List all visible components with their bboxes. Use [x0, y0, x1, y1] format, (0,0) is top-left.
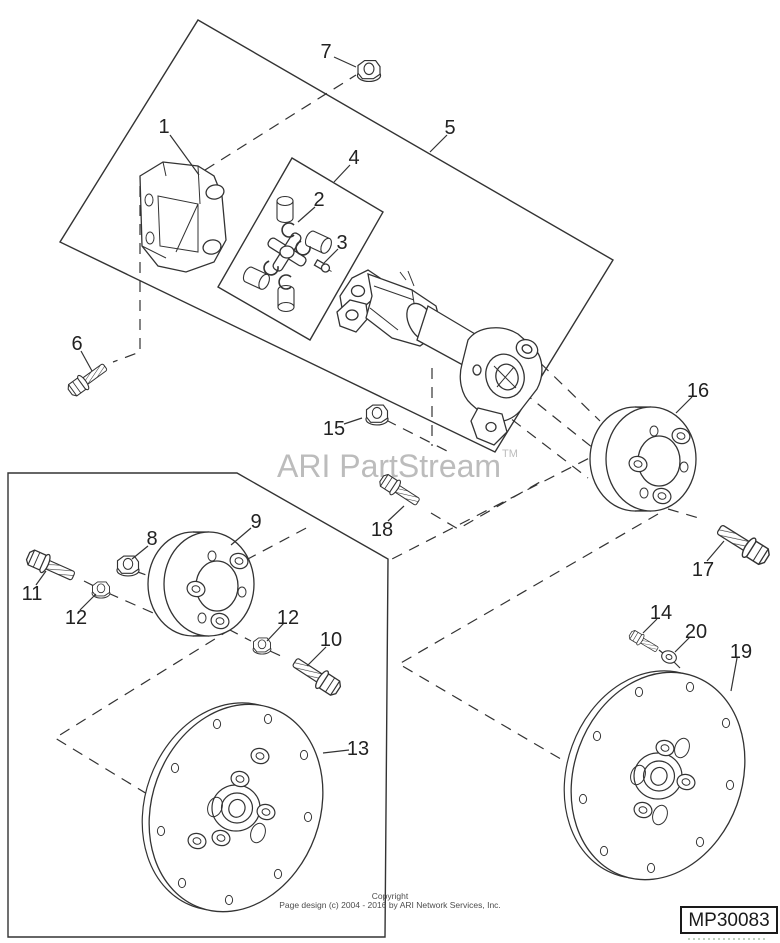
callout-9[interactable]: 9 [250, 511, 261, 533]
callout-13[interactable]: 13 [347, 738, 369, 760]
callout-19-leader [730, 657, 738, 692]
callout-10[interactable]: 10 [320, 629, 342, 651]
callout-1-leader [169, 134, 200, 176]
part-13-drive-plate [113, 677, 352, 937]
copyright-line-1: Copyright [372, 891, 409, 901]
callout-13-leader [322, 749, 350, 754]
part-16-coupling-disc [590, 407, 696, 511]
part-11-bolt [23, 546, 78, 586]
watermark: ARI PartStream TM [277, 448, 518, 484]
callout-14[interactable]: 14 [650, 602, 672, 624]
watermark-tm: TM [502, 448, 518, 460]
part-9-coupling-disc [148, 532, 254, 636]
part-8-nut [116, 555, 140, 577]
callout-4[interactable]: 4 [348, 147, 359, 169]
callout-leaders [35, 56, 738, 754]
callout-labels: 1 2 3 4 5 6 7 8 9 10 11 12 12 13 14 15 1… [22, 41, 753, 760]
part-19-drive-plate [535, 645, 774, 905]
callout-12-left[interactable]: 12 [65, 607, 87, 629]
callout-18-leader [387, 505, 405, 522]
callout-6-leader [80, 350, 93, 372]
callout-9-leader [230, 527, 252, 546]
callout-20-leader [674, 636, 691, 653]
part-driveshaft-assembly [336, 269, 543, 446]
part-2-cross-bearing-kit [240, 195, 335, 313]
callout-12-right-leader [266, 622, 285, 642]
copyright-line-2: Page design (c) 2004 - 2016 by ARI Netwo… [279, 900, 501, 910]
group-box-5-outline [58, 19, 614, 453]
callout-4-leader [333, 164, 351, 183]
callout-16-leader [675, 396, 693, 414]
callout-11-leader [35, 570, 47, 586]
group-box-4-outline [217, 157, 384, 341]
part-10-bolt [288, 652, 345, 700]
callout-7[interactable]: 7 [320, 41, 331, 63]
callout-5[interactable]: 5 [444, 117, 455, 139]
callout-10-leader [306, 646, 327, 667]
part-code: MP30083 [688, 910, 769, 931]
part-7-nut [356, 59, 382, 83]
group-box-lower-left-outline [7, 472, 389, 938]
part-15-nut [365, 404, 389, 426]
callout-3[interactable]: 3 [336, 232, 347, 254]
part-1-joint-yoke [139, 161, 227, 273]
footer: Copyright Page design (c) 2004 - 2016 by… [279, 891, 501, 910]
callout-20[interactable]: 20 [685, 621, 707, 643]
part-17-bolt [712, 519, 774, 569]
callout-15[interactable]: 15 [323, 418, 345, 440]
callout-14-leader [642, 618, 658, 634]
part-3-grease-fitting [313, 259, 332, 273]
callout-16[interactable]: 16 [687, 380, 709, 402]
part-code-box: MP30083 [680, 906, 778, 934]
callout-12-right[interactable]: 12 [277, 607, 299, 629]
callout-17[interactable]: 17 [692, 559, 714, 581]
callout-18[interactable]: 18 [371, 519, 393, 541]
callout-8[interactable]: 8 [146, 528, 157, 550]
callout-11[interactable]: 11 [22, 583, 43, 605]
callout-5-leader [429, 134, 448, 153]
callout-6[interactable]: 6 [71, 333, 82, 355]
callout-2-leader [297, 206, 316, 223]
callout-17-leader [706, 540, 725, 562]
callout-19[interactable]: 19 [730, 641, 752, 663]
callout-12-left-leader [79, 593, 97, 611]
callout-2[interactable]: 2 [313, 189, 324, 211]
callout-15-leader [343, 417, 363, 425]
part-6-bolt [64, 359, 111, 400]
callout-7-leader [333, 56, 357, 68]
callout-3-leader [323, 248, 339, 264]
callout-1[interactable]: 1 [158, 116, 169, 138]
callout-8-leader [131, 545, 149, 560]
